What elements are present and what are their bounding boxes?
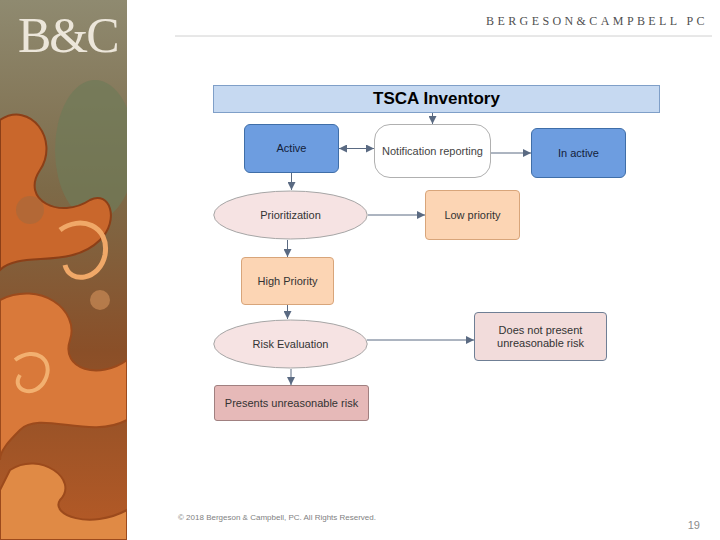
photo-bud — [16, 196, 44, 224]
flow-arrow — [368, 215, 425, 216]
photo-petal — [0, 115, 111, 270]
node-text: Notification reporting — [382, 145, 483, 158]
node-text: High Priority — [258, 275, 318, 288]
outcome-box: Presents unreasonable risk — [214, 385, 369, 421]
outcome-box: Does not present unreasonable risk — [474, 312, 607, 361]
flow-arrow — [339, 148, 374, 149]
photo-petal — [0, 294, 127, 460]
photo-petal — [0, 463, 127, 540]
status-box: Active — [244, 124, 339, 173]
process-ellipse: Prioritization — [213, 190, 368, 240]
priority-box: Low priority — [425, 190, 520, 240]
node-text: TSCA Inventory — [373, 89, 500, 109]
node-text: Does not present unreasonable risk — [481, 324, 600, 350]
photo-ground — [0, 0, 127, 540]
process-ellipse: Risk Evaluation — [213, 319, 368, 369]
node-text: Risk Evaluation — [253, 338, 329, 351]
flow-arrow — [291, 369, 292, 385]
company-logo: BERGESON&CAMPBELL PC — [486, 14, 708, 29]
flow-arrow — [291, 173, 292, 190]
inventory-band: TSCA Inventory — [213, 85, 660, 113]
floral-photo — [0, 0, 127, 540]
ellipse-shape — [214, 191, 367, 239]
priority-box: High Priority — [241, 257, 334, 305]
node-text: Active — [277, 142, 307, 155]
page-number: 19 — [688, 519, 700, 531]
flow-arrow — [432, 113, 433, 124]
flow-arrow — [367, 340, 474, 341]
photo-curl — [60, 223, 106, 277]
ellipse-shape — [214, 320, 367, 368]
process-box: Notification reporting — [374, 124, 491, 178]
photo-curl — [15, 354, 48, 391]
header-line — [175, 36, 712, 37]
node-text: In active — [558, 147, 599, 160]
status-box: In active — [531, 128, 626, 178]
flow-arrow — [287, 305, 288, 319]
photo-bud — [90, 290, 110, 310]
node-text: Low priority — [444, 209, 500, 222]
node-text: Presents unreasonable risk — [225, 397, 358, 410]
flow-arrow — [491, 153, 531, 154]
flow-arrow — [287, 240, 288, 257]
copyright-footer: © 2018 Bergeson & Campbell, PC. All Righ… — [178, 513, 376, 522]
watermark: B&C — [18, 6, 118, 64]
node-text: Prioritization — [260, 209, 321, 222]
